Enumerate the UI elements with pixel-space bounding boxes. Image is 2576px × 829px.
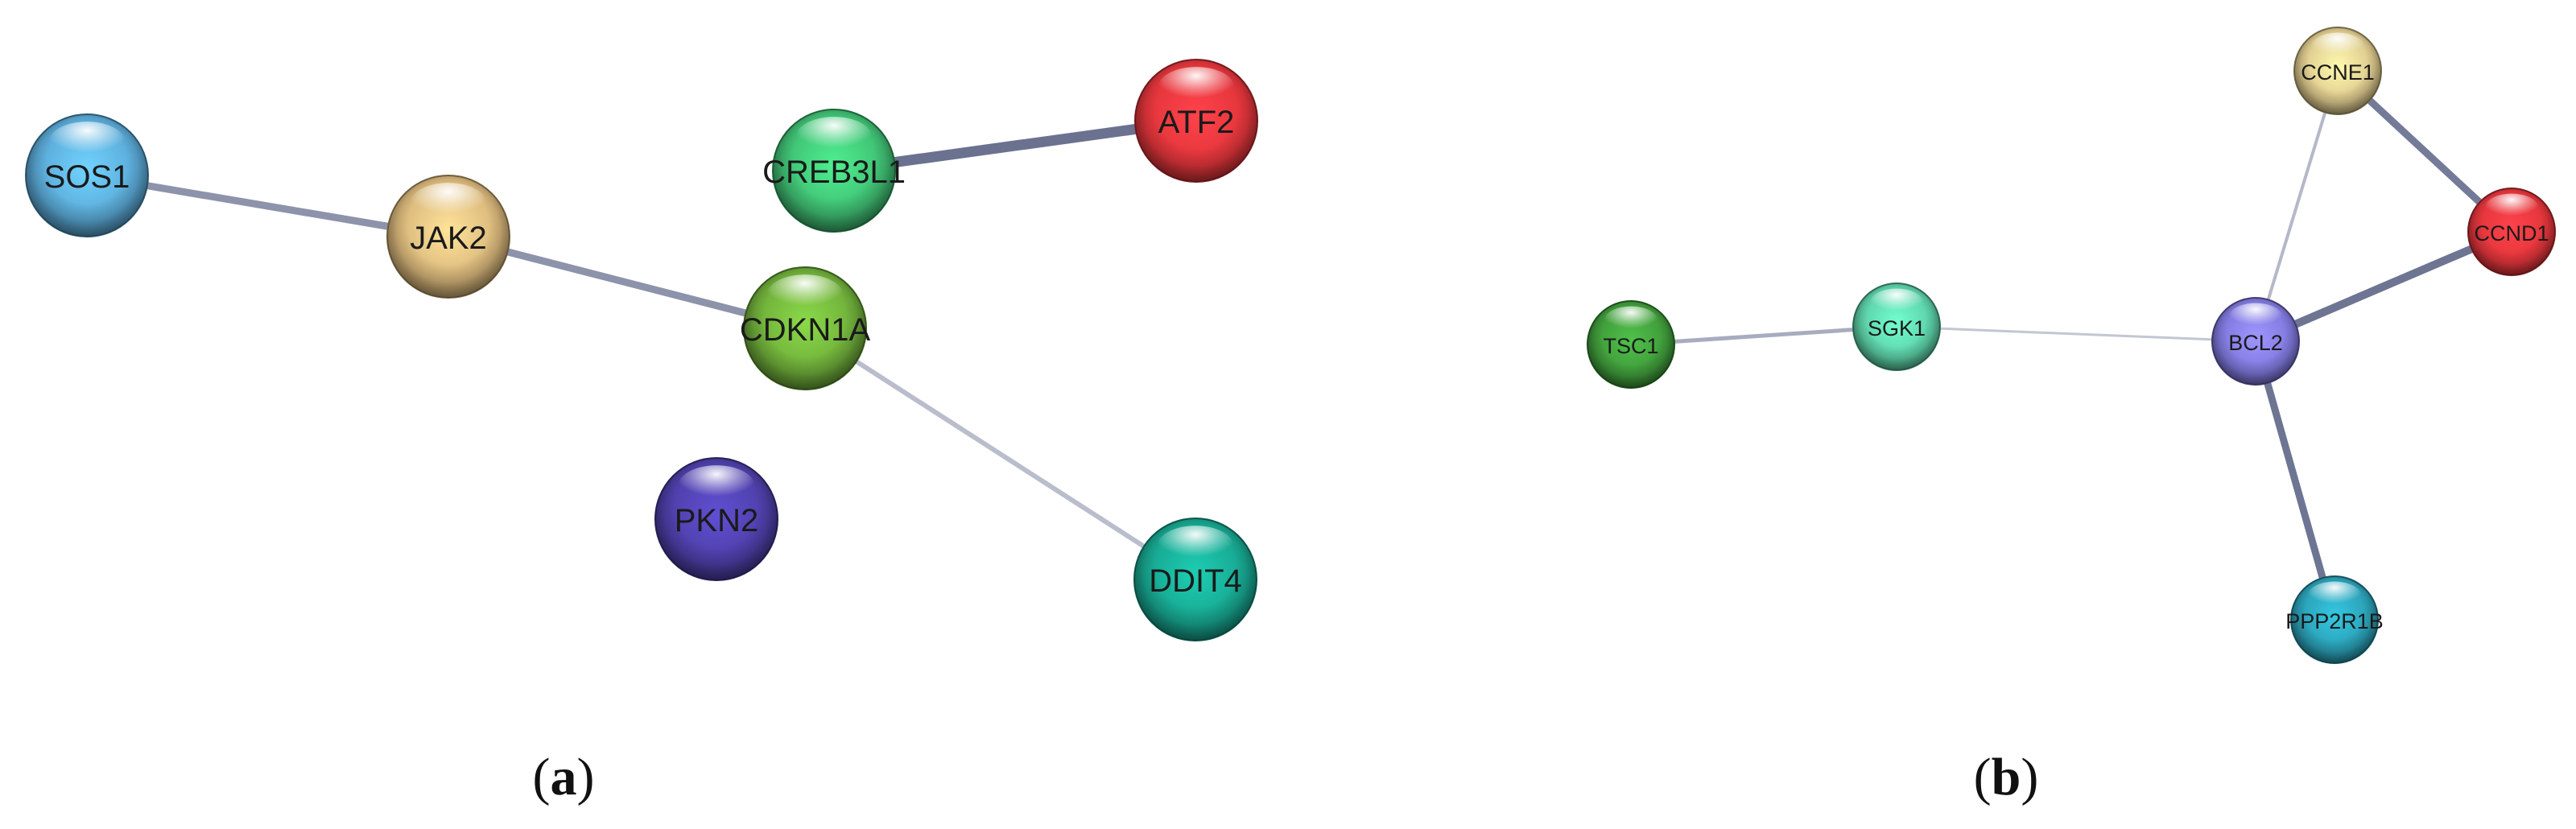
node-bcl2-label: BCL2 [2228, 331, 2283, 355]
edge-cdkn1a-ddit4 [803, 326, 1198, 582]
panel-b-edges [1629, 67, 2516, 624]
panel-a-label: (a) [533, 748, 595, 806]
node-creb3l1-highlight [795, 117, 873, 158]
node-tsc1-highlight [1604, 306, 1658, 336]
node-ccne1-highlight [2310, 32, 2365, 62]
node-pkn2-highlight [678, 465, 755, 506]
node-ccnd1-label: CCND1 [2474, 221, 2549, 245]
node-creb3l1: CREB3L1 [762, 109, 906, 233]
node-atf2: ATF2 [1134, 59, 1258, 183]
node-cdkn1a: CDKN1A [740, 266, 871, 390]
edge-ccnd1-bcl2 [2252, 228, 2516, 345]
node-ccne1-label: CCNE1 [2301, 60, 2375, 85]
node-atf2-label: ATF2 [1158, 105, 1235, 140]
panel-a-edges [83, 115, 1202, 582]
node-bcl2-highlight [2228, 303, 2283, 332]
node-creb3l1-label: CREB3L1 [762, 155, 906, 190]
node-tsc1: TSC1 [1587, 300, 1675, 389]
node-sos1-label: SOS1 [44, 159, 130, 195]
edge-ccne1-bcl2 [2254, 69, 2339, 343]
node-sgk1-label: SGK1 [1868, 316, 1926, 340]
node-ccne1: CCNE1 [2293, 27, 2382, 115]
node-cdkn1a-label: CDKN1A [740, 312, 871, 348]
node-ppp2r1b-highlight [2307, 581, 2362, 611]
edge-sgk1-bcl2 [1895, 325, 2257, 343]
node-ddit4: DDIT4 [1133, 518, 1257, 641]
node-ddit4-label: DDIT4 [1149, 563, 1242, 599]
node-jak2-highlight [410, 183, 487, 224]
node-sos1: SOS1 [25, 113, 149, 237]
node-bcl2: BCL2 [2211, 297, 2300, 386]
node-ccnd1: CCND1 [2467, 188, 2556, 276]
panel-b-label: (b) [1974, 748, 2039, 806]
node-ppp2r1b: PPP2R1B [2285, 575, 2384, 664]
node-sgk1-highlight [1869, 288, 1924, 318]
node-cdkn1a-highlight [766, 274, 844, 316]
node-ccnd1-highlight [2484, 193, 2539, 223]
edge-bcl2-ppp2r1b [2252, 337, 2339, 624]
node-atf2-highlight [1158, 67, 1235, 108]
node-sgk1: SGK1 [1852, 283, 1941, 371]
node-pkn2-label: PKN2 [675, 503, 759, 538]
node-pkn2: PKN2 [654, 457, 778, 581]
node-ppp2r1b-label: PPP2R1B [2285, 609, 2384, 633]
edge-tsc1-sgk1 [1629, 324, 1899, 347]
node-jak2-label: JAK2 [410, 221, 487, 256]
node-tsc1-label: TSC1 [1603, 334, 1658, 358]
node-ddit4-highlight [1157, 526, 1234, 567]
node-jak2: JAK2 [386, 175, 510, 299]
node-sos1-highlight [48, 122, 126, 163]
